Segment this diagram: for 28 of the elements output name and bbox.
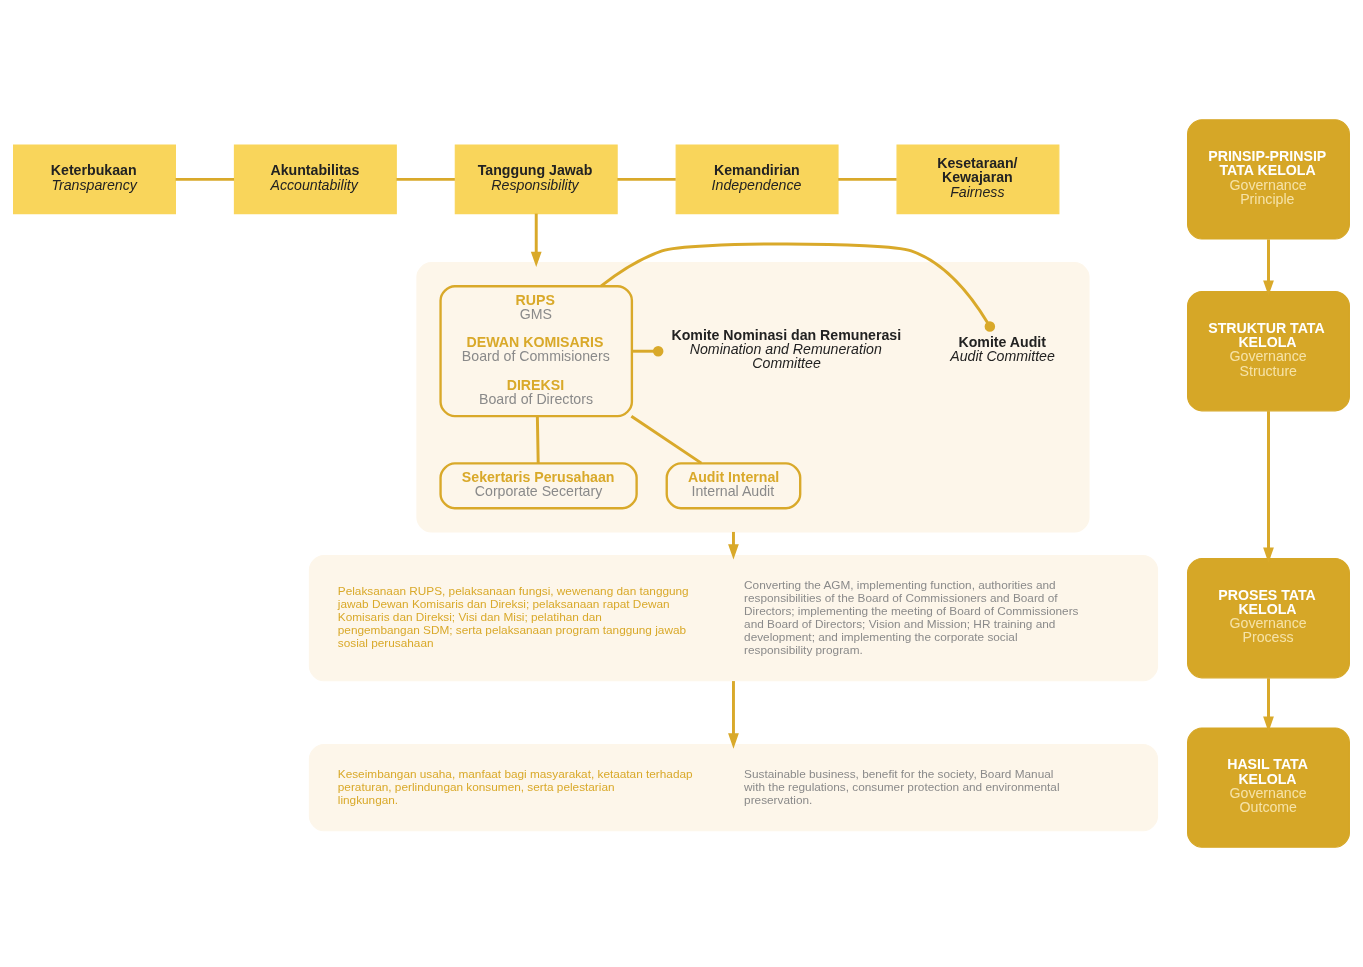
node-box: Keterbukaan Transparency <box>13 144 176 215</box>
connector <box>535 416 540 464</box>
arrow <box>728 531 739 560</box>
connector <box>632 345 664 357</box>
node-text: Komite Audit Audit Committee <box>950 334 1055 365</box>
connector <box>600 242 996 332</box>
node-box: RUPS GMS DEWAN KOMISARIS Board of Commisioners DIREKSI Board of Directors <box>439 285 634 418</box>
node-box: HASIL TATA KELOLA Governance Outcome <box>1187 727 1350 848</box>
node-box: Audit Internal Internal Audit <box>665 462 802 510</box>
node-box: PROSES TATA KELOLA Governance Process <box>1187 557 1350 679</box>
connector <box>617 177 676 181</box>
node-box: Kemandirian Independence <box>675 144 839 215</box>
node-box: Keseimbangan usaha, manfaat bagi masyarakat, ketaatan terhadap peraturan, perlindungan konsumen, serta pelestarian lingkungan. Sustainable business, benefit for the society, Board Manual with the regulations, consumer protection and environmental preservation. <box>308 743 1159 832</box>
node-box: Kesetaraan/ Kewajaran Fairness <box>896 144 1060 215</box>
connector <box>175 177 234 181</box>
node-box: STRUKTUR TATA KELOLA Governance Structure <box>1187 291 1350 412</box>
connector <box>630 415 703 465</box>
connector <box>396 177 455 181</box>
cluster <box>416 262 1090 533</box>
node-box: Tanggung Jawab Responsibility <box>454 144 618 215</box>
node-box: Sekertaris Perusahaan Corporate Secertary <box>439 462 638 510</box>
node-box: Akuntabilitas Accountability <box>233 144 397 215</box>
connector <box>838 177 897 181</box>
node-text: Komite Nominasi dan Remunerasi Nomination and Remuneration Committee <box>671 327 902 372</box>
node-box: PRINSIP-PRINSIP TATA KELOLA Governance Principle <box>1187 119 1350 240</box>
arrow <box>728 681 739 749</box>
arrow <box>530 213 542 268</box>
node-box: Pelaksanaan RUPS, pelaksanaan fungsi, wewenang dan tanggung jawab Dewan Komisaris dan Direksi; pelaksanaan rapat Dewan Komisaris dan Direksi; Visi dan Misi; pelatihan dan pengembangan SDM; serta pelaksanaan program tanggung jawab sosial perusahaan Converting the AGM, implementing function, authorities and responsibilities of the Board of Commissioners and Board of Directors; implementing the meeting of Board of Commissioners and Board of Directors; Vision and Mission; HR training and development; and implementing the corporate social responsibility program. <box>308 554 1159 682</box>
